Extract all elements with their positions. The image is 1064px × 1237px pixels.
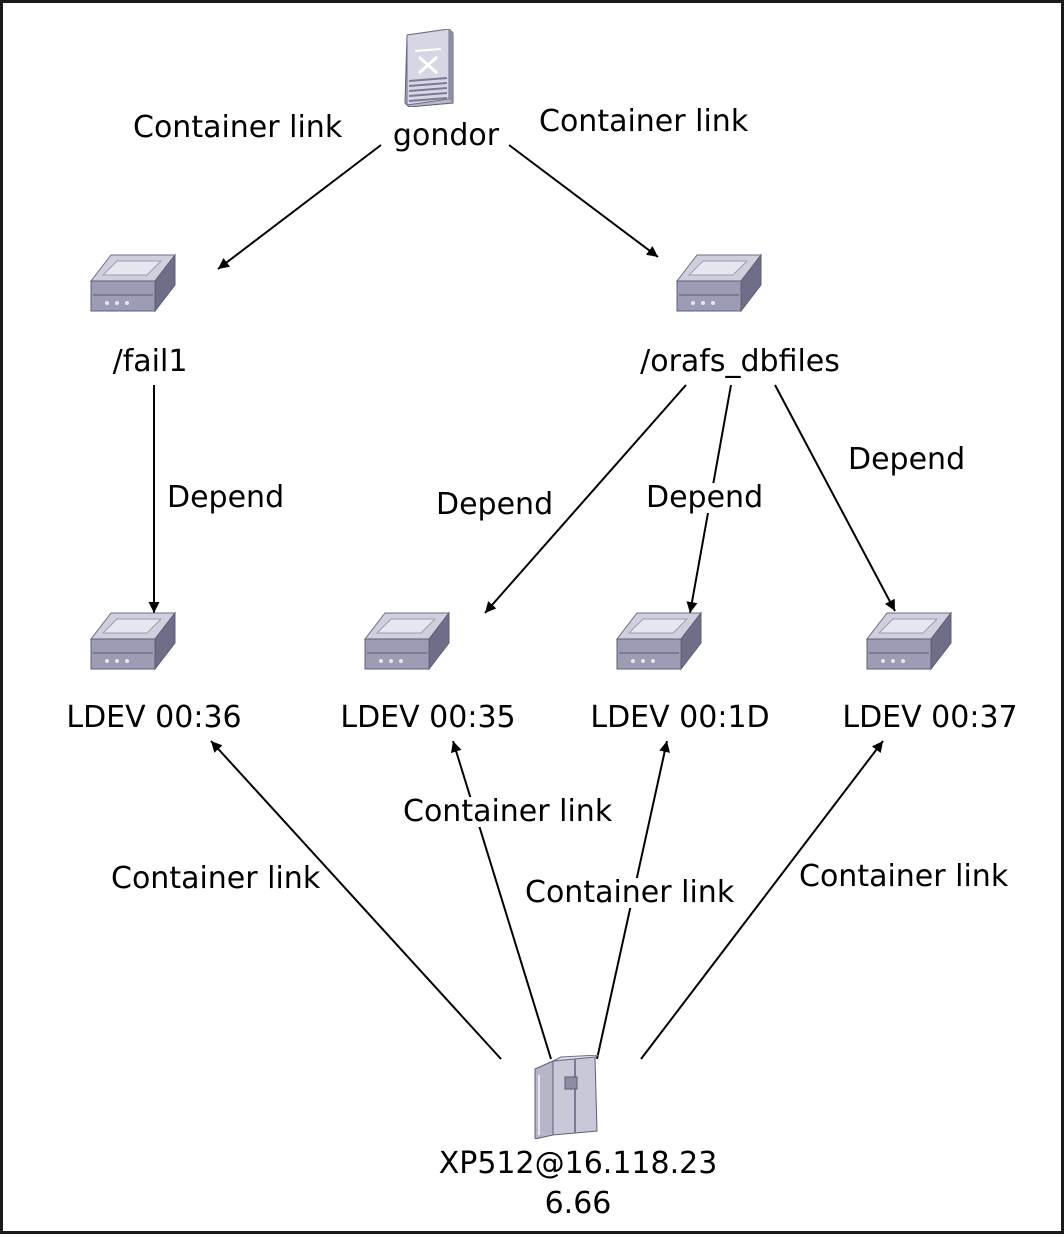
edge-label: Depend [167,480,285,515]
edge-gondor-orafs [508,144,659,258]
node-label-xp512-line2: 6.66 [544,1186,612,1221]
edge-orafs-ldev35 [484,384,687,614]
edge-label: Container link [403,794,613,829]
edge-orafs-ldev37 [774,384,896,612]
node-label-fail1: /fail1 [112,344,188,379]
disk-icon[interactable] [865,611,953,673]
edge-xp512-ldev36 [210,740,502,1060]
edge-label: Depend [646,480,764,515]
disk-icon[interactable] [89,253,177,315]
node-label-orafs: /orafs_dbfiles [640,344,840,379]
edge-gondor-fail1 [217,144,382,270]
disk-icon[interactable] [615,611,703,673]
edge-label: Depend [436,487,554,522]
edge-label: Container link [133,110,343,145]
node-label-xp512-line1: XP512@16.118.23 [438,1146,718,1181]
disk-icon[interactable] [675,253,763,315]
edge-xp512-ldev37 [640,740,884,1060]
node-label-ldev36: LDEV 00:36 [66,700,242,735]
edge-label: Container link [111,861,321,896]
node-label-gondor: gondor [392,118,500,153]
storage-array-icon[interactable] [531,1055,601,1139]
edge-label: Container link [525,875,735,910]
disk-icon[interactable] [363,611,451,673]
edge-label: Container link [539,104,749,139]
node-label-ldev35: LDEV 00:35 [340,700,516,735]
edge-label: Container link [799,859,1009,894]
disk-icon[interactable] [89,611,177,673]
edge-label: Depend [848,442,966,477]
edge-xp512-ldev35 [450,740,552,1060]
node-label-ldev1d: LDEV 00:1D [590,700,770,735]
server-icon[interactable] [401,29,457,107]
node-label-xp512: XP512@16.118.23 6.66 [439,1144,718,1224]
node-label-ldev37: LDEV 00:37 [842,700,1018,735]
